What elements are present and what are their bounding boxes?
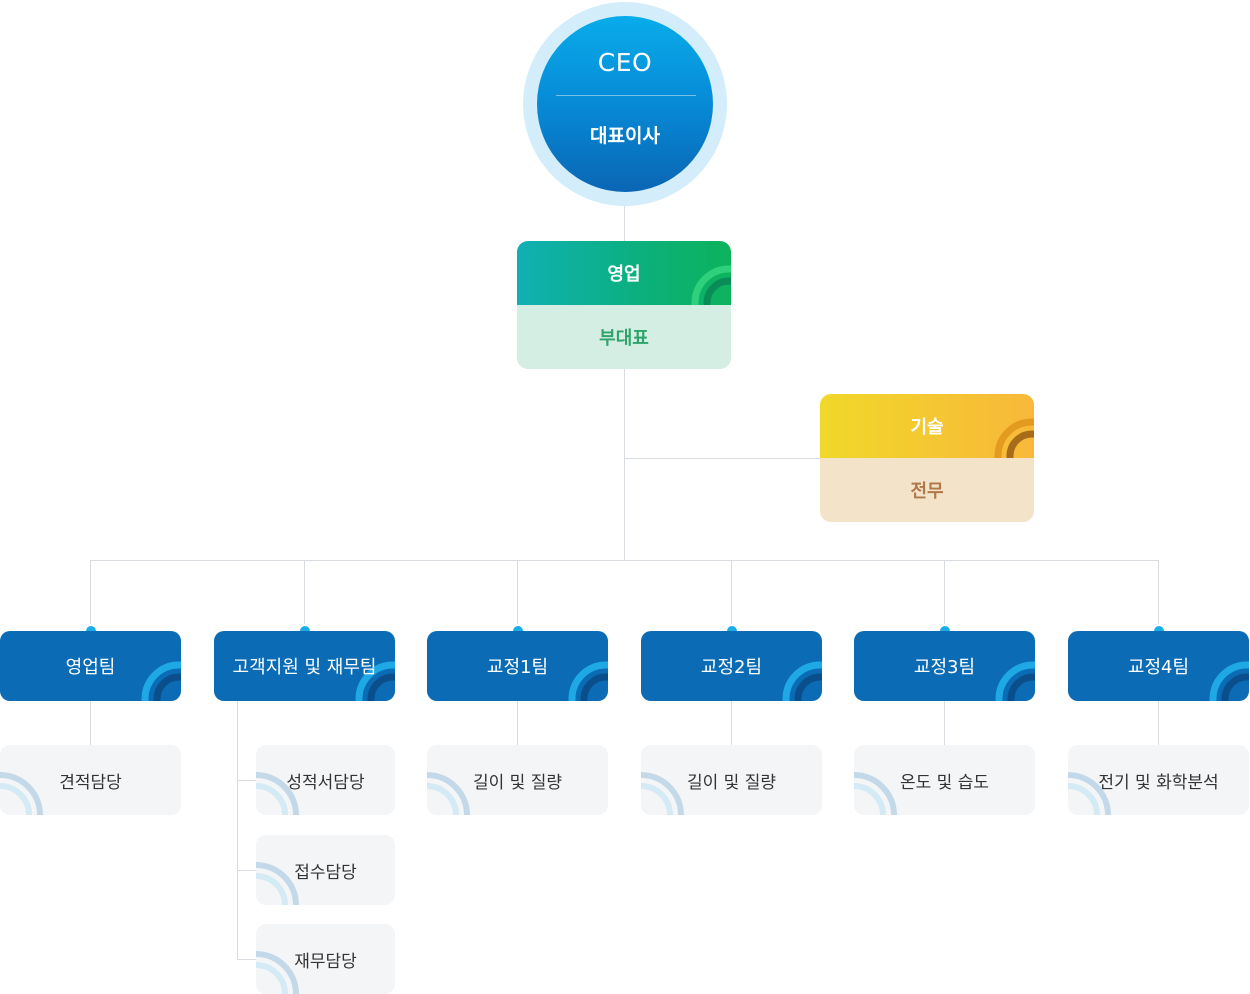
connector-support-2: [237, 870, 256, 871]
role-name: 온도 및 습도: [899, 772, 989, 793]
arc-decoration-icon: [427, 772, 470, 815]
role-electrical-chemical: 전기 및 화학분석: [1068, 745, 1249, 815]
ceo-subtitle: 대표이사: [590, 125, 660, 147]
arc-decoration-icon: [691, 265, 731, 305]
connector-role-4: [731, 701, 732, 745]
arc-decoration-icon: [355, 661, 395, 701]
role-name: 성적서담당: [286, 772, 365, 793]
role-name: 접수담당: [294, 862, 357, 883]
arc-decoration-icon: [568, 661, 608, 701]
arc-decoration-icon: [854, 772, 897, 815]
connector-sales-trunk: [624, 369, 625, 561]
connector-support-trunk: [237, 701, 238, 959]
connector-role-6: [1158, 701, 1159, 745]
arc-decoration-icon: [995, 661, 1035, 701]
tech-exec-position: 전무: [910, 481, 944, 502]
connector-ceo-sales: [624, 192, 625, 241]
connector-support-3: [237, 959, 256, 960]
role-name: 재무담당: [294, 951, 357, 972]
connector-team-3: [517, 560, 518, 631]
ceo-divider: [556, 95, 696, 96]
role-name: 전기 및 화학분석: [1098, 772, 1219, 793]
arc-decoration-icon: [994, 418, 1034, 458]
connector-team-4: [731, 560, 732, 631]
connector-support-1: [237, 780, 256, 781]
role-length-mass-2: 길이 및 질량: [641, 745, 822, 815]
role-name: 길이 및 질량: [686, 772, 776, 793]
connector-tech-branch: [624, 458, 820, 459]
tech-exec-department: 기술: [910, 417, 944, 438]
sales-exec-node: 영업 부대표: [517, 241, 731, 369]
role-finance: 재무담당: [256, 924, 395, 994]
sales-exec-footer: 부대표: [517, 305, 731, 369]
team-name: 교정3팀: [913, 657, 976, 678]
arc-decoration-icon: [0, 772, 43, 815]
sales-exec-position: 부대표: [599, 328, 649, 349]
tech-exec-footer: 전무: [820, 458, 1034, 522]
team-calibration-2: 교정2팀: [641, 631, 822, 701]
team-calibration-4: 교정4팀: [1068, 631, 1249, 701]
connector-role-3: [517, 701, 518, 745]
tech-exec-node: 기술 전무: [820, 394, 1034, 522]
team-support-finance: 고객지원 및 재무팀: [214, 631, 395, 701]
arc-decoration-icon: [641, 772, 684, 815]
team-name: 교정1팀: [486, 657, 549, 678]
role-name: 견적담당: [59, 772, 122, 793]
team-name: 교정4팀: [1127, 657, 1190, 678]
arc-decoration-icon: [1209, 661, 1249, 701]
team-name: 고객지원 및 재무팀: [232, 657, 377, 678]
ceo-node: CEO 대표이사: [537, 16, 713, 192]
team-calibration-1: 교정1팀: [427, 631, 608, 701]
team-name: 교정2팀: [700, 657, 763, 678]
tech-exec-header: 기술: [820, 394, 1034, 458]
connector-team-6: [1158, 560, 1159, 631]
role-quotation: 견적담당: [0, 745, 181, 815]
connector-role-1: [90, 701, 91, 745]
connector-team-5: [944, 560, 945, 631]
ceo-title: CEO: [597, 48, 653, 77]
role-name: 길이 및 질량: [472, 772, 562, 793]
sales-exec-header: 영업: [517, 241, 731, 305]
connector-role-5: [944, 701, 945, 745]
team-sales: 영업팀: [0, 631, 181, 701]
role-temperature-humidity: 온도 및 습도: [854, 745, 1035, 815]
sales-exec-department: 영업: [607, 264, 641, 285]
arc-decoration-icon: [141, 661, 181, 701]
team-name: 영업팀: [65, 657, 116, 678]
connector-team-bus: [90, 560, 1159, 561]
connector-team-2: [304, 560, 305, 631]
role-length-mass-1: 길이 및 질량: [427, 745, 608, 815]
role-reception: 접수담당: [256, 835, 395, 905]
role-certificate: 성적서담당: [256, 745, 395, 815]
team-calibration-3: 교정3팀: [854, 631, 1035, 701]
arc-decoration-icon: [782, 661, 822, 701]
connector-team-1: [90, 560, 91, 631]
